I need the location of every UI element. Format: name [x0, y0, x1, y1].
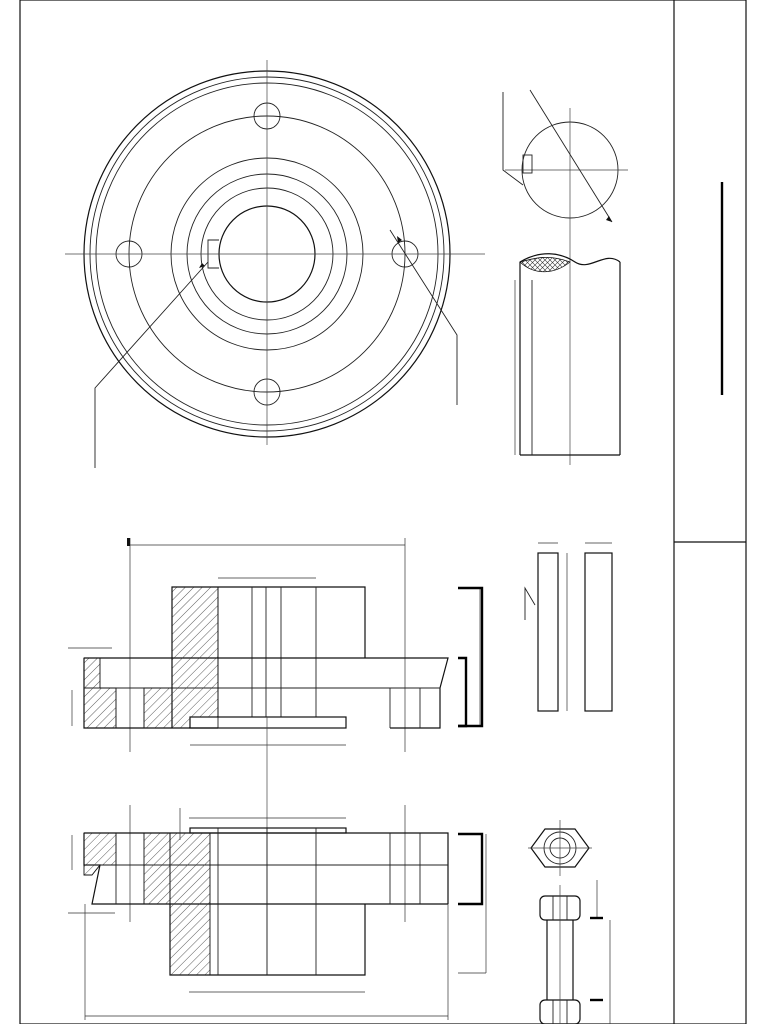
- bolt-nut: [528, 820, 611, 1024]
- key-detail: [502, 89, 628, 465]
- key-side-views: [524, 542, 613, 712]
- drawing-frame: [19, 0, 747, 1024]
- flange-section-lower: [68, 717, 487, 1020]
- flange-section-upper: [68, 538, 484, 752]
- shaft-detail: [514, 253, 621, 456]
- flange-top-view: [65, 60, 485, 468]
